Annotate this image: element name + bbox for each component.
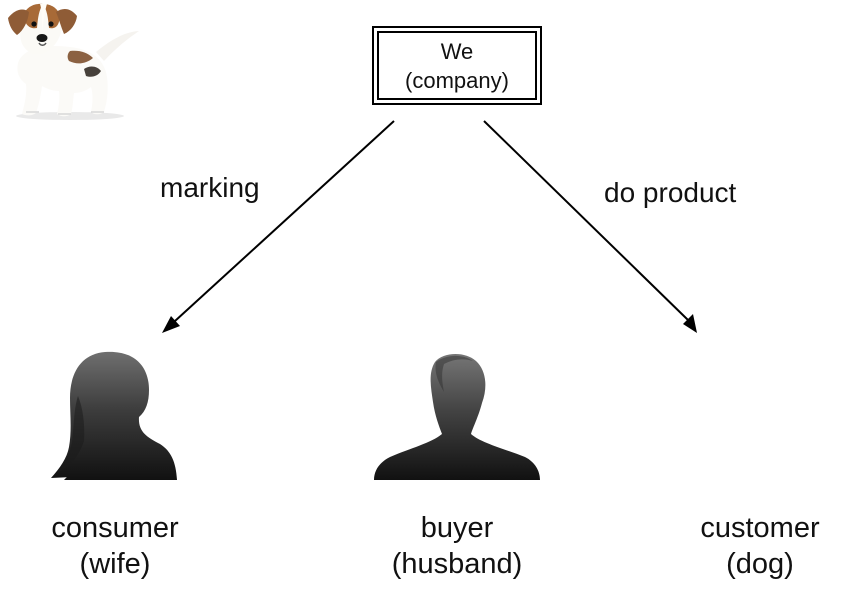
buyer-label-line-2: (husband) (391, 548, 523, 580)
company-node-inner: We (company) (377, 31, 537, 100)
consumer-label: consumer (wife) (25, 510, 205, 582)
arrow-do-product-head (683, 314, 697, 333)
customer-label: customer (dog) (675, 510, 845, 582)
edge-label-do-product: do product (604, 177, 737, 208)
consumer-label-line-1: consumer (51, 512, 179, 544)
company-node-subtitle: (company) (405, 67, 509, 93)
edge-label-marking: marking (160, 172, 260, 203)
buyer-label: buyer (husband) (377, 510, 537, 582)
arrow-marking-head (162, 316, 180, 333)
arrow-do-product-line (483, 120, 689, 321)
company-node-title: We (440, 38, 474, 64)
arrow-do-product (483, 120, 697, 333)
dog-icon (8, 3, 139, 120)
man-silhouette-icon (374, 353, 540, 480)
company-node-box: We (company) (372, 26, 542, 105)
arrow-marking (162, 120, 395, 333)
customer-label-line-1: customer (700, 512, 820, 544)
customer-label-line-2: (dog) (726, 548, 794, 580)
arrow-marking-line (174, 120, 395, 322)
consumer-label-line-2: (wife) (79, 548, 151, 580)
woman-silhouette-icon (51, 351, 177, 480)
buyer-label-line-1: buyer (420, 512, 494, 544)
